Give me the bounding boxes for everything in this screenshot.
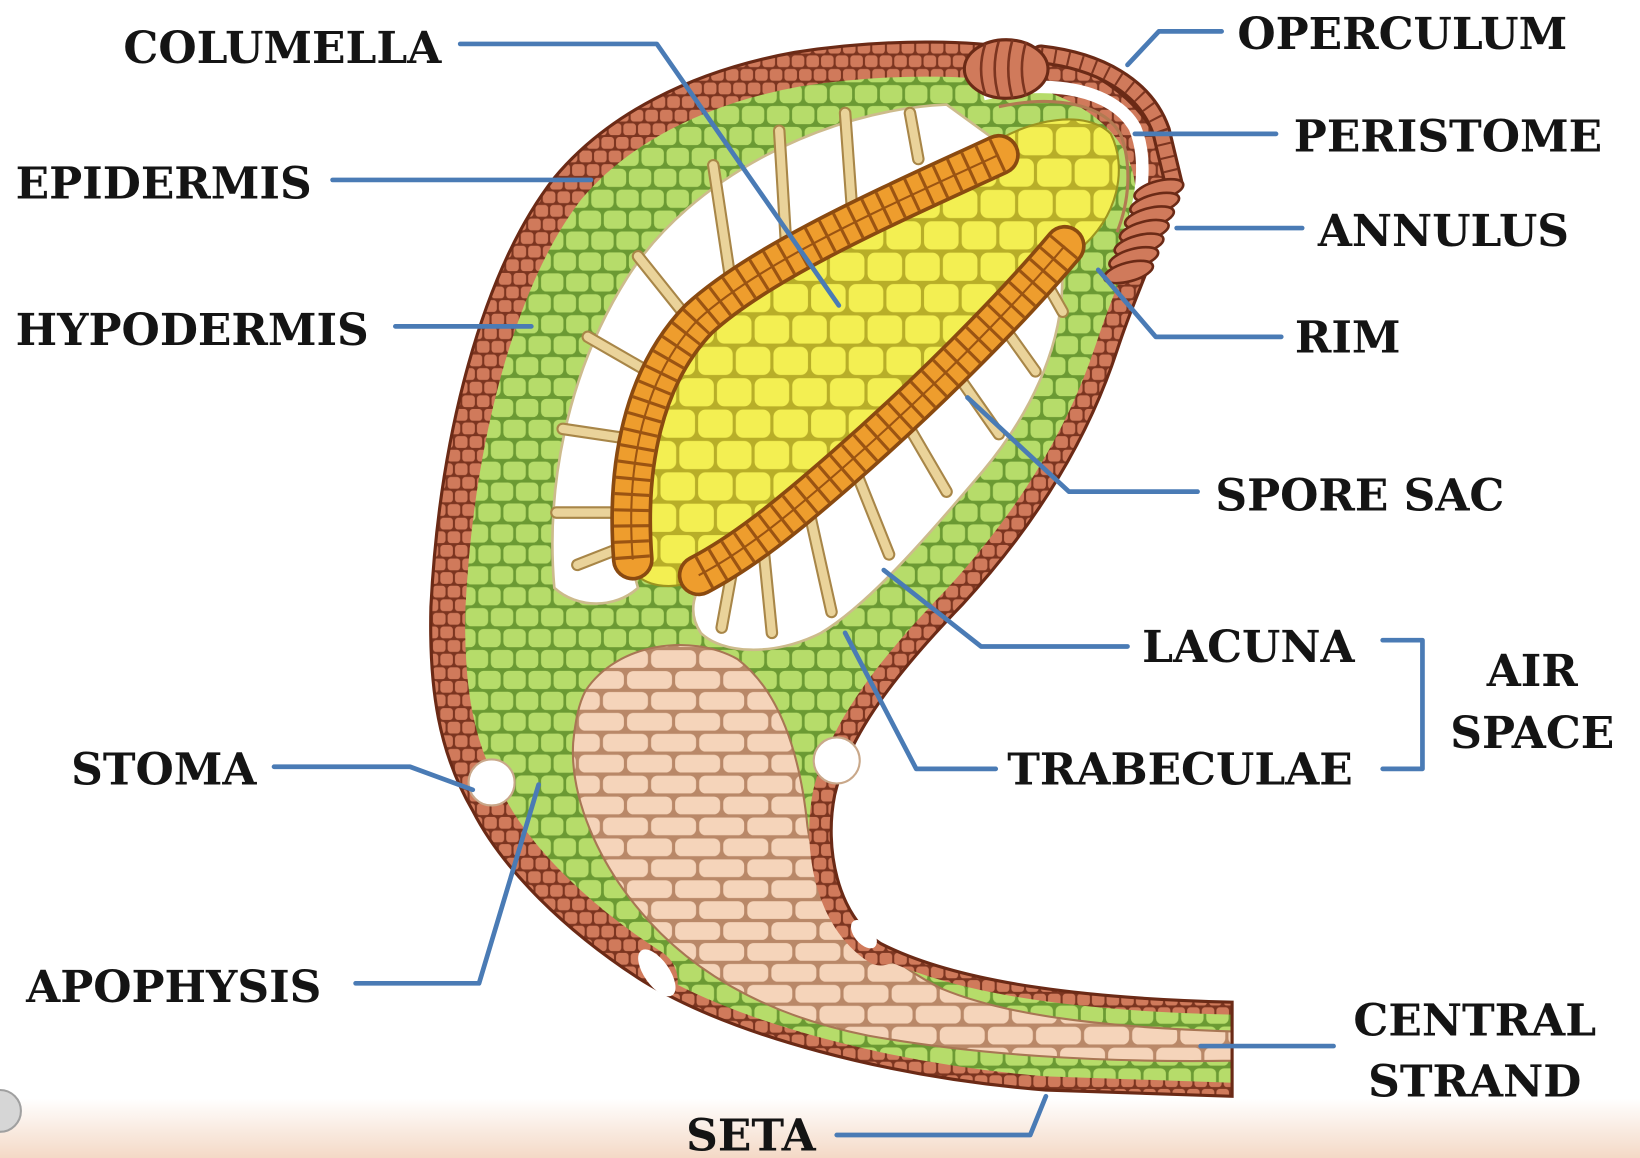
air-space-label-line2: SPACE — [1450, 708, 1614, 759]
trabeculae-label: TRABECULAE — [1007, 745, 1353, 796]
rim-label: RIM — [1295, 313, 1401, 364]
lacuna-label: LACUNA — [1142, 622, 1355, 673]
columella-label: COLUMELLA — [123, 23, 442, 74]
peristome-label: PERISTOME — [1294, 112, 1602, 163]
hypodermis-label: HYPODERMIS — [16, 305, 369, 356]
epidermis-label: EPIDERMIS — [16, 159, 312, 210]
annulus-label: ANNULUS — [1317, 206, 1569, 257]
operculum-leader-line — [1128, 31, 1222, 64]
apophysis-label: APOPHYSIS — [25, 962, 321, 1013]
air-space-bracket — [1383, 640, 1423, 769]
stoma-label: STOMA — [71, 745, 257, 796]
stoma-left — [469, 759, 515, 805]
operculum-label: OPERCULUM — [1237, 9, 1567, 60]
central-strand-label-line1: CENTRAL — [1353, 996, 1596, 1047]
air-space-label-line1: AIR — [1486, 646, 1579, 697]
bottom-tint — [0, 1098, 1640, 1158]
stoma-leader-line — [274, 767, 473, 790]
stoma-right — [814, 737, 860, 783]
seta-label: SETA — [686, 1111, 816, 1158]
spore-sac-label: SPORE SAC — [1215, 470, 1504, 521]
central-strand-label-line2: STRAND — [1368, 1056, 1581, 1107]
